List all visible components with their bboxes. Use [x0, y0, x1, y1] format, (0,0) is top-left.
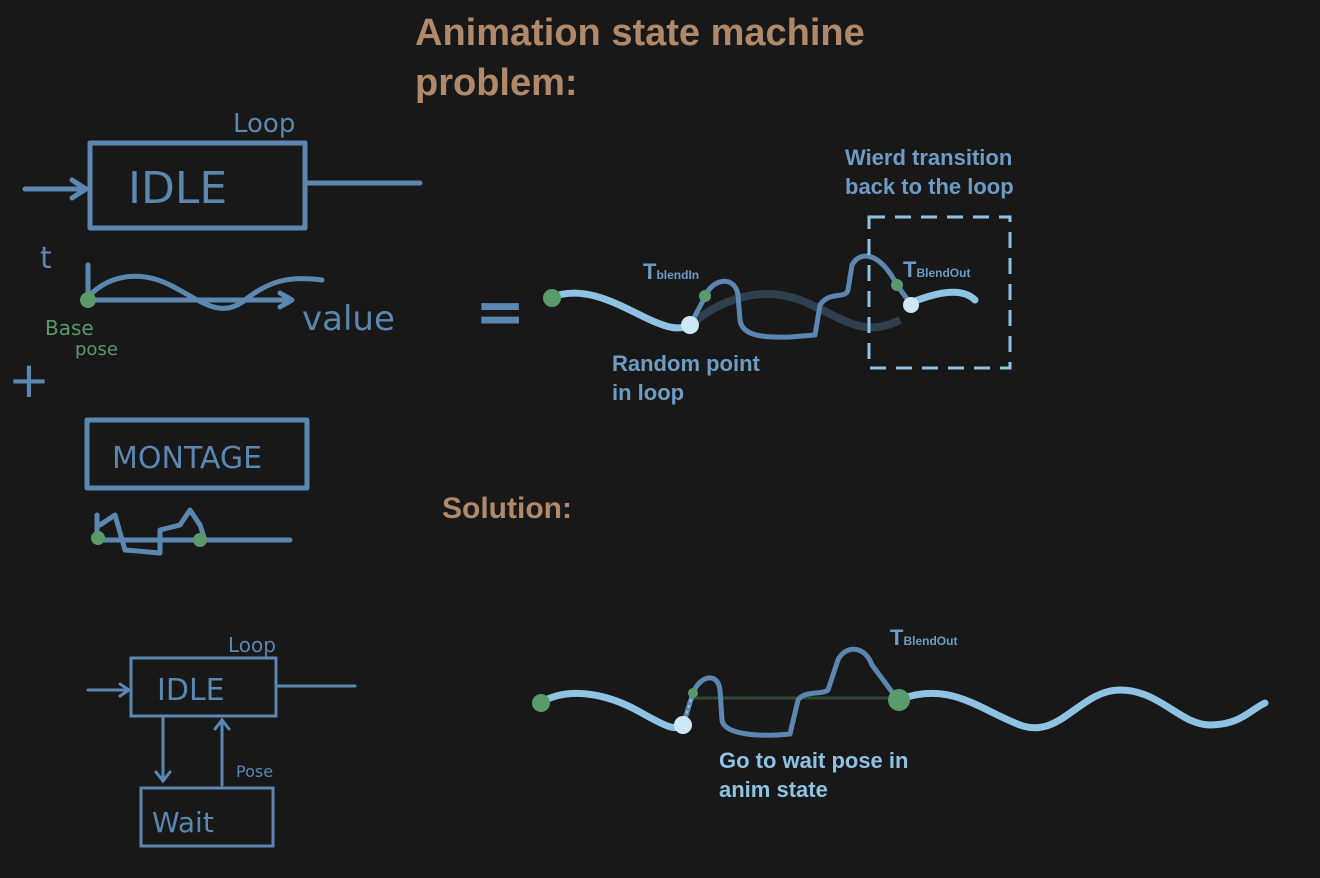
random-point-caption-2: in loop — [612, 380, 684, 405]
montage-start-marker — [91, 531, 105, 545]
highlight-box — [867, 215, 1012, 370]
pose-arrow-label: Pose — [236, 762, 273, 781]
start-marker — [543, 289, 561, 307]
problem-graph: TblendIn TBlendOut Random point in loop … — [543, 145, 1014, 405]
title-line-2: problem: — [415, 62, 578, 104]
arrow-down-icon — [154, 770, 172, 784]
wait-box — [139, 786, 275, 848]
weird-transition-caption-2: back to the loop — [845, 174, 1014, 199]
arrow-up-icon — [213, 717, 231, 731]
base-label: Base — [45, 316, 94, 340]
solution-t-blend-out-label: TBlendOut — [890, 625, 957, 650]
wait-label: Wait — [152, 806, 214, 839]
loop-return-marker — [903, 297, 919, 313]
loop-ghost-curve — [687, 290, 902, 332]
title-line-1: Animation state machine — [415, 12, 865, 54]
t-axis-label: t — [40, 241, 52, 276]
idle-wait-state-machine: Loop IDLE Pose Wait — [86, 633, 357, 848]
montage-label: MONTAGE — [112, 441, 262, 476]
montage-block: MONTAGE — [84, 417, 310, 556]
arrow-head-icon — [277, 290, 295, 310]
random-point-caption-1: Random point — [612, 351, 761, 376]
value-label: value — [302, 299, 395, 339]
idle-box — [87, 140, 308, 231]
equals-sign: = — [475, 277, 525, 347]
solution-start-marker — [532, 694, 550, 712]
solution-montage-curve — [680, 646, 901, 738]
t-blend-out-label: TBlendOut — [903, 257, 970, 282]
solution-wait-point-marker — [674, 716, 692, 734]
blend-in-marker — [699, 290, 711, 302]
solution-blend-in-marker — [688, 688, 698, 698]
solution-caption-2: anim state — [719, 777, 828, 802]
montage-box — [84, 417, 310, 491]
loop-curve-start — [546, 289, 694, 332]
montage-curve — [97, 507, 208, 556]
solution-heading: Solution: — [442, 492, 572, 525]
solution-graph: TBlendOut Go to wait pose in anim state — [532, 625, 1269, 802]
solution-curve-start — [536, 689, 687, 732]
random-point-marker — [681, 316, 699, 334]
weird-transition-caption-1: Wierd transition — [845, 145, 1012, 170]
t-blend-in-label: TblendIn — [643, 259, 699, 284]
idle-label: IDLE — [128, 163, 227, 214]
idle-box-bottom — [129, 656, 278, 718]
loop-curve — [87, 273, 325, 311]
loop-label: Loop — [233, 109, 295, 139]
solution-blend-out-marker — [888, 689, 910, 711]
blend-out-marker — [891, 279, 903, 291]
base-pose-marker — [80, 292, 96, 308]
solution-curve-end — [894, 686, 1269, 732]
idle-label-bottom: IDLE — [157, 673, 225, 708]
montage-end-marker — [193, 533, 207, 547]
solution-caption-1: Go to wait pose in — [719, 748, 908, 773]
base-pose-graph: t value Base pose + — [8, 241, 395, 409]
pose-label: pose — [75, 339, 118, 360]
montage-curve — [687, 253, 913, 340]
idle-state-top: Loop IDLE — [22, 109, 423, 231]
arrow-head-icon — [69, 177, 89, 201]
plus-sign: + — [8, 351, 50, 409]
arrow-head-icon — [118, 682, 132, 698]
loop-curve-end — [906, 288, 979, 307]
loop-label-bottom: Loop — [228, 633, 276, 657]
